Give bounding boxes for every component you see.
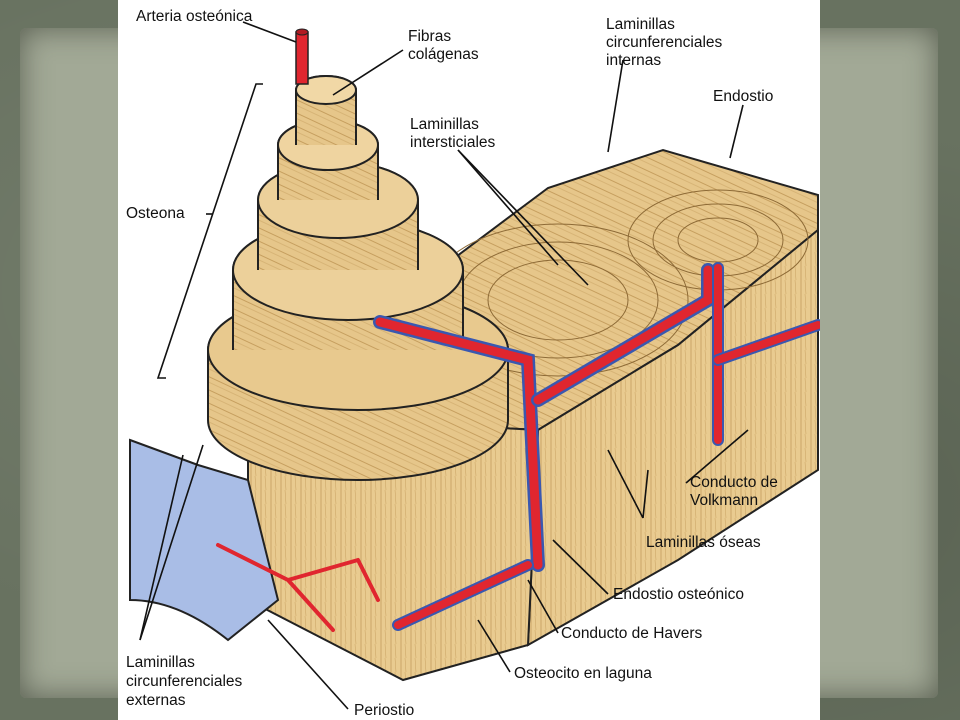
label-laminillas-circ-externas-line2: circunferenciales bbox=[126, 673, 243, 690]
leader-lines bbox=[139, 21, 749, 710]
concentric-lamellae bbox=[427, 189, 809, 377]
periosteum-layer bbox=[129, 438, 280, 642]
bone-diagram-panel: Arteria osteónica Fibras colágenas Lamin… bbox=[118, 0, 820, 720]
label-laminillas-circ-internas-line1: Laminillas bbox=[606, 16, 675, 33]
label-arteria-osteonica: Arteria osteónica bbox=[136, 8, 253, 25]
label-laminillas-circ-internas-line3: internas bbox=[606, 52, 662, 69]
label-laminillas-intersticiales-line1: Laminillas bbox=[410, 116, 479, 133]
label-laminillas-circ-internas-line2: circunferenciales bbox=[606, 34, 723, 51]
label-laminillas-circ-externas-line3: externas bbox=[126, 692, 186, 709]
label-conducto-volkmann-line2: Volkmann bbox=[690, 492, 759, 509]
label-periostio: Periostio bbox=[354, 702, 415, 719]
label-osteocito-laguna: Osteocito en laguna bbox=[514, 665, 652, 682]
label-conducto-volkmann-line1: Conducto de bbox=[690, 474, 778, 491]
label-laminillas-intersticiales-line2: intersticiales bbox=[410, 134, 496, 151]
label-laminillas-circ-externas-line1: Laminillas bbox=[126, 654, 195, 671]
label-endostio: Endostio bbox=[713, 88, 774, 105]
blood-vessels bbox=[216, 262, 820, 632]
label-conducto-havers: Conducto de Havers bbox=[561, 625, 703, 642]
label-laminillas-oseas: Laminillas óseas bbox=[646, 534, 761, 551]
label-osteona: Osteona bbox=[126, 205, 185, 222]
osteonic-artery bbox=[295, 31, 309, 85]
label-fibras-colagenas-line2: colágenas bbox=[408, 46, 479, 63]
label-fibras-colagenas-line1: Fibras bbox=[408, 28, 452, 45]
compact-bone-illustration bbox=[129, 21, 820, 710]
label-endostio-osteonico: Endostio osteónico bbox=[613, 586, 744, 603]
